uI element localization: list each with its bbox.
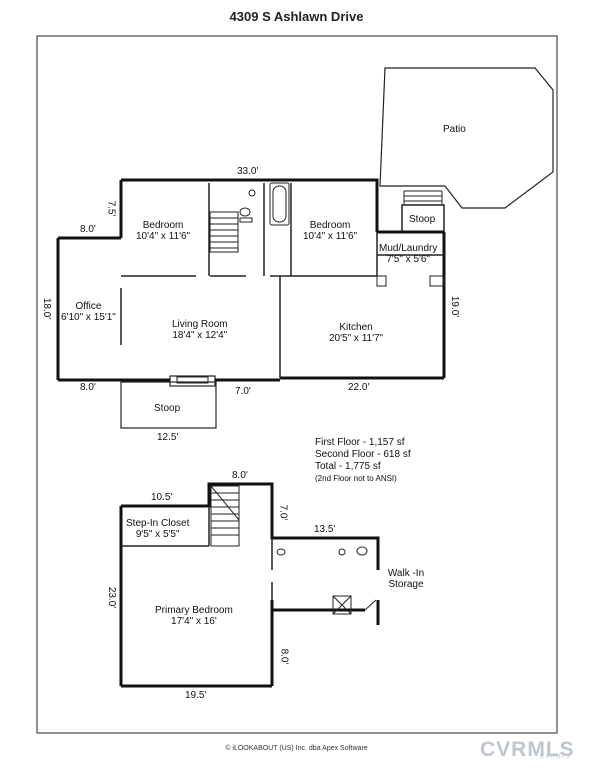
room-bedroom-right: Bedroom 10'4" x 11'6": [303, 220, 357, 242]
back-stoop-steps: [403, 190, 443, 205]
room-bedroom-left-size: 10'4" x 11'6": [136, 231, 191, 242]
room-living-room-size: 18'4" x 12'4": [172, 330, 228, 341]
room-walk-in-storage: Walk -In Storage: [387, 568, 425, 590]
area-summary: First Floor - 1,157 sf Second Floor - 61…: [315, 437, 411, 485]
mudroom-closet: [376, 275, 387, 287]
patio-outline: [379, 67, 554, 209]
second-floor-interior-walls: [121, 506, 273, 600]
first-floor-stairs: [209, 211, 239, 253]
room-step-in-closet: Step-In Closet 9'5" x 5'5": [126, 518, 189, 540]
room-front-stoop-label: Stoop: [154, 403, 181, 414]
dim-storage-width: 13.5': [314, 524, 336, 535]
dim-stoop-width: 12.5': [157, 432, 179, 443]
area-second-floor: Second Floor - 618 sf: [315, 449, 411, 460]
area-first-floor: First Floor - 1,157 sf: [315, 437, 405, 448]
dim-stair-width: 8.0': [232, 470, 248, 481]
room-bedroom-left: Bedroom 10'4" x 11'6": [136, 220, 190, 242]
dim-bedroom-depth: 7.5': [105, 200, 117, 217]
room-office-size: 6'10" x 15'1": [61, 312, 116, 323]
dim-living-width: 7.0': [235, 386, 251, 397]
room-bedroom-right-name: Bedroom: [309, 220, 351, 231]
dim-second-right-depth: 8.0': [278, 648, 290, 665]
room-mud-laundry: Mud/Laundry 7'5" x 5'6": [379, 243, 437, 265]
copyright-text: © iLOOKABOUT (US) Inc. dba Apex Software: [225, 745, 368, 752]
room-step-in-closet-size: 9'5" x 5'5": [135, 529, 180, 540]
room-primary-bedroom-name: Primary Bedroom: [155, 605, 233, 616]
dim-left-depth: 18.0': [41, 297, 53, 320]
second-floor-walls: [119, 482, 380, 688]
room-kitchen-name: Kitchen: [339, 322, 373, 333]
dim-second-left-depth: 23.0': [106, 586, 118, 609]
dim-second-bottom-width: 19.5': [185, 690, 207, 701]
dim-top-width: 33.0': [237, 166, 259, 177]
room-mud-laundry-size: 7'5" x 5'6": [386, 254, 431, 265]
room-office-name: Office: [75, 301, 102, 312]
brand-watermark-sub: CVRMLS: [540, 754, 572, 760]
fireplace: [169, 375, 216, 387]
room-primary-bedroom-size: 17'4" x 16': [171, 616, 217, 627]
room-living-room: Living Room 18'4" x 12'4": [172, 319, 228, 341]
brand-watermark: CVRMLS: [480, 738, 575, 761]
page-frame: [36, 35, 558, 734]
room-step-in-closet-name: Step-In Closet: [126, 518, 190, 529]
area-total: Total - 1,775 sf: [315, 461, 381, 472]
front-stoop-outline: [120, 381, 217, 429]
room-bedroom-right-size: 10'4" x 11'6": [303, 231, 358, 242]
room-mud-laundry-name: Mud/Laundry: [379, 243, 438, 254]
first-floor-walls: [56, 178, 446, 382]
second-floor-stairs: [210, 485, 240, 547]
property-address-title: 4309 S Ashlawn Drive: [229, 9, 364, 24]
room-office: Office 6'10" x 15'1": [61, 301, 116, 323]
dim-office-width-bottom: 8.0': [80, 382, 96, 393]
room-bedroom-left-name: Bedroom: [142, 220, 184, 231]
first-floor-interior-walls: [120, 183, 444, 378]
mudroom-closet-right: [429, 275, 445, 287]
room-back-stoop-label: Stoop: [409, 214, 436, 225]
area-note: (2nd Floor not to ANSI): [315, 474, 397, 483]
dim-right-depth: 19.0': [449, 295, 461, 318]
dim-office-width-top: 8.0': [80, 224, 96, 235]
dim-closet-width: 10.5': [151, 492, 173, 503]
dim-kitchen-width: 22.0': [348, 382, 370, 393]
room-patio-label: Patio: [443, 124, 466, 135]
first-floor-bath-fixtures: [239, 182, 290, 226]
fireplace-hearth: [176, 376, 209, 384]
room-primary-bedroom: Primary Bedroom 17'4" x 16': [155, 605, 233, 627]
room-kitchen-size: 20'5" x 11'7": [329, 333, 384, 344]
room-living-room-name: Living Room: [172, 319, 228, 330]
room-kitchen: Kitchen 20'5" x 11'7": [329, 322, 383, 344]
dim-stair-depth: 7.0': [277, 504, 289, 521]
second-floor-bath-fixtures: [276, 546, 377, 615]
